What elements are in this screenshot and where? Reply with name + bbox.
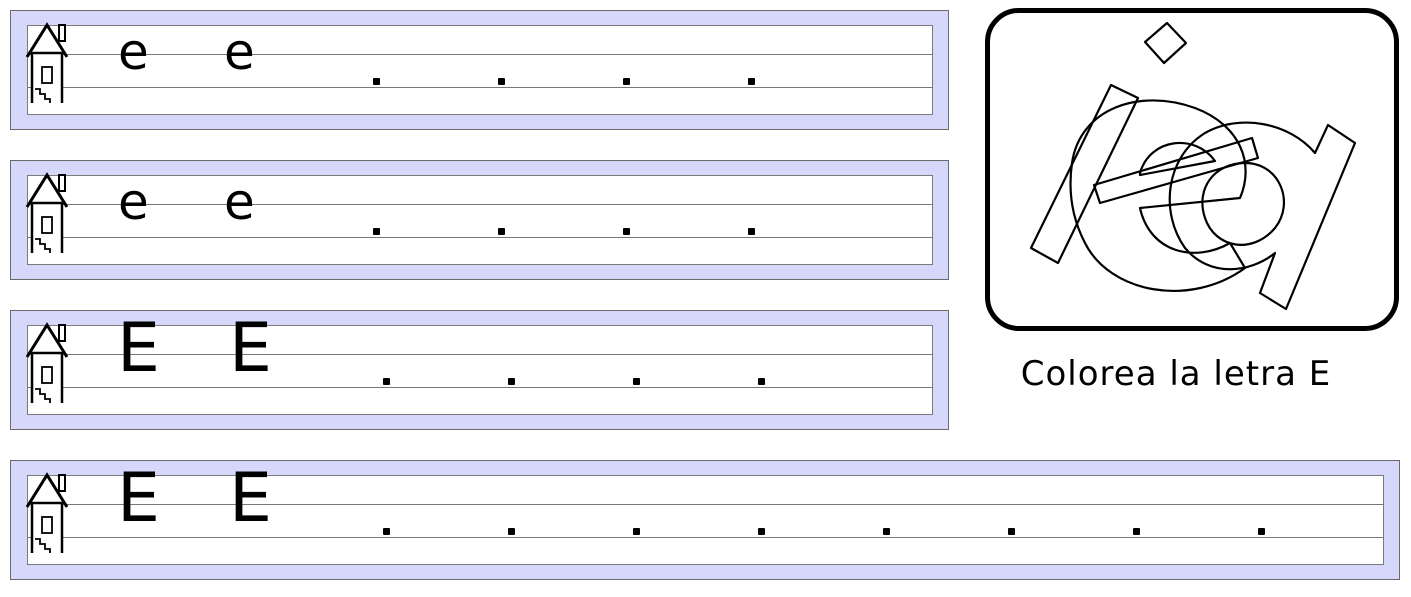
trace-dot xyxy=(373,78,380,85)
model-letter: E xyxy=(117,309,160,388)
model-letter: e xyxy=(224,173,255,231)
trace-dot xyxy=(1258,528,1265,535)
house-icon xyxy=(25,22,69,103)
trace-dot xyxy=(1008,528,1015,535)
trace-dot xyxy=(508,528,515,535)
trace-dot xyxy=(1133,528,1140,535)
model-letter: e xyxy=(118,173,149,231)
trace-dot xyxy=(633,528,640,535)
trace-dot xyxy=(508,378,515,385)
guide-line xyxy=(28,87,932,88)
writing-lines xyxy=(27,475,1384,565)
trace-dot xyxy=(758,378,765,385)
house-icon xyxy=(25,472,69,553)
trace-dot xyxy=(623,228,630,235)
guide-line xyxy=(28,54,932,55)
model-letter: E xyxy=(229,459,272,538)
practice-row-1: e e xyxy=(10,10,949,130)
trace-dot xyxy=(383,528,390,535)
writing-lines xyxy=(27,325,933,415)
house-icon xyxy=(25,172,69,253)
model-letter: e xyxy=(224,23,255,81)
trace-dot xyxy=(883,528,890,535)
model-letter: E xyxy=(229,309,272,388)
practice-row-3: E E xyxy=(10,310,949,430)
coloring-caption: Colorea la letra E xyxy=(1020,354,1332,394)
guide-line xyxy=(28,204,932,205)
house-icon xyxy=(25,322,69,403)
trace-dot xyxy=(633,378,640,385)
trace-dot xyxy=(373,228,380,235)
letter-drawing xyxy=(1029,21,1357,311)
guide-line xyxy=(28,537,1383,538)
writing-lines xyxy=(27,25,933,115)
guide-line xyxy=(28,387,932,388)
guide-line xyxy=(28,237,932,238)
practice-row-2: e e xyxy=(10,160,949,280)
model-letter: E xyxy=(117,459,160,538)
guide-line xyxy=(28,354,932,355)
coloring-card xyxy=(985,8,1399,331)
guide-line xyxy=(28,504,1383,505)
writing-lines xyxy=(27,175,933,265)
model-letter: e xyxy=(118,23,149,81)
trace-dot xyxy=(758,528,765,535)
trace-dot xyxy=(383,378,390,385)
trace-dot xyxy=(498,78,505,85)
trace-dot xyxy=(748,228,755,235)
trace-dot xyxy=(498,228,505,235)
trace-dot xyxy=(748,78,755,85)
trace-dot xyxy=(623,78,630,85)
practice-row-4: E E xyxy=(10,460,1400,580)
